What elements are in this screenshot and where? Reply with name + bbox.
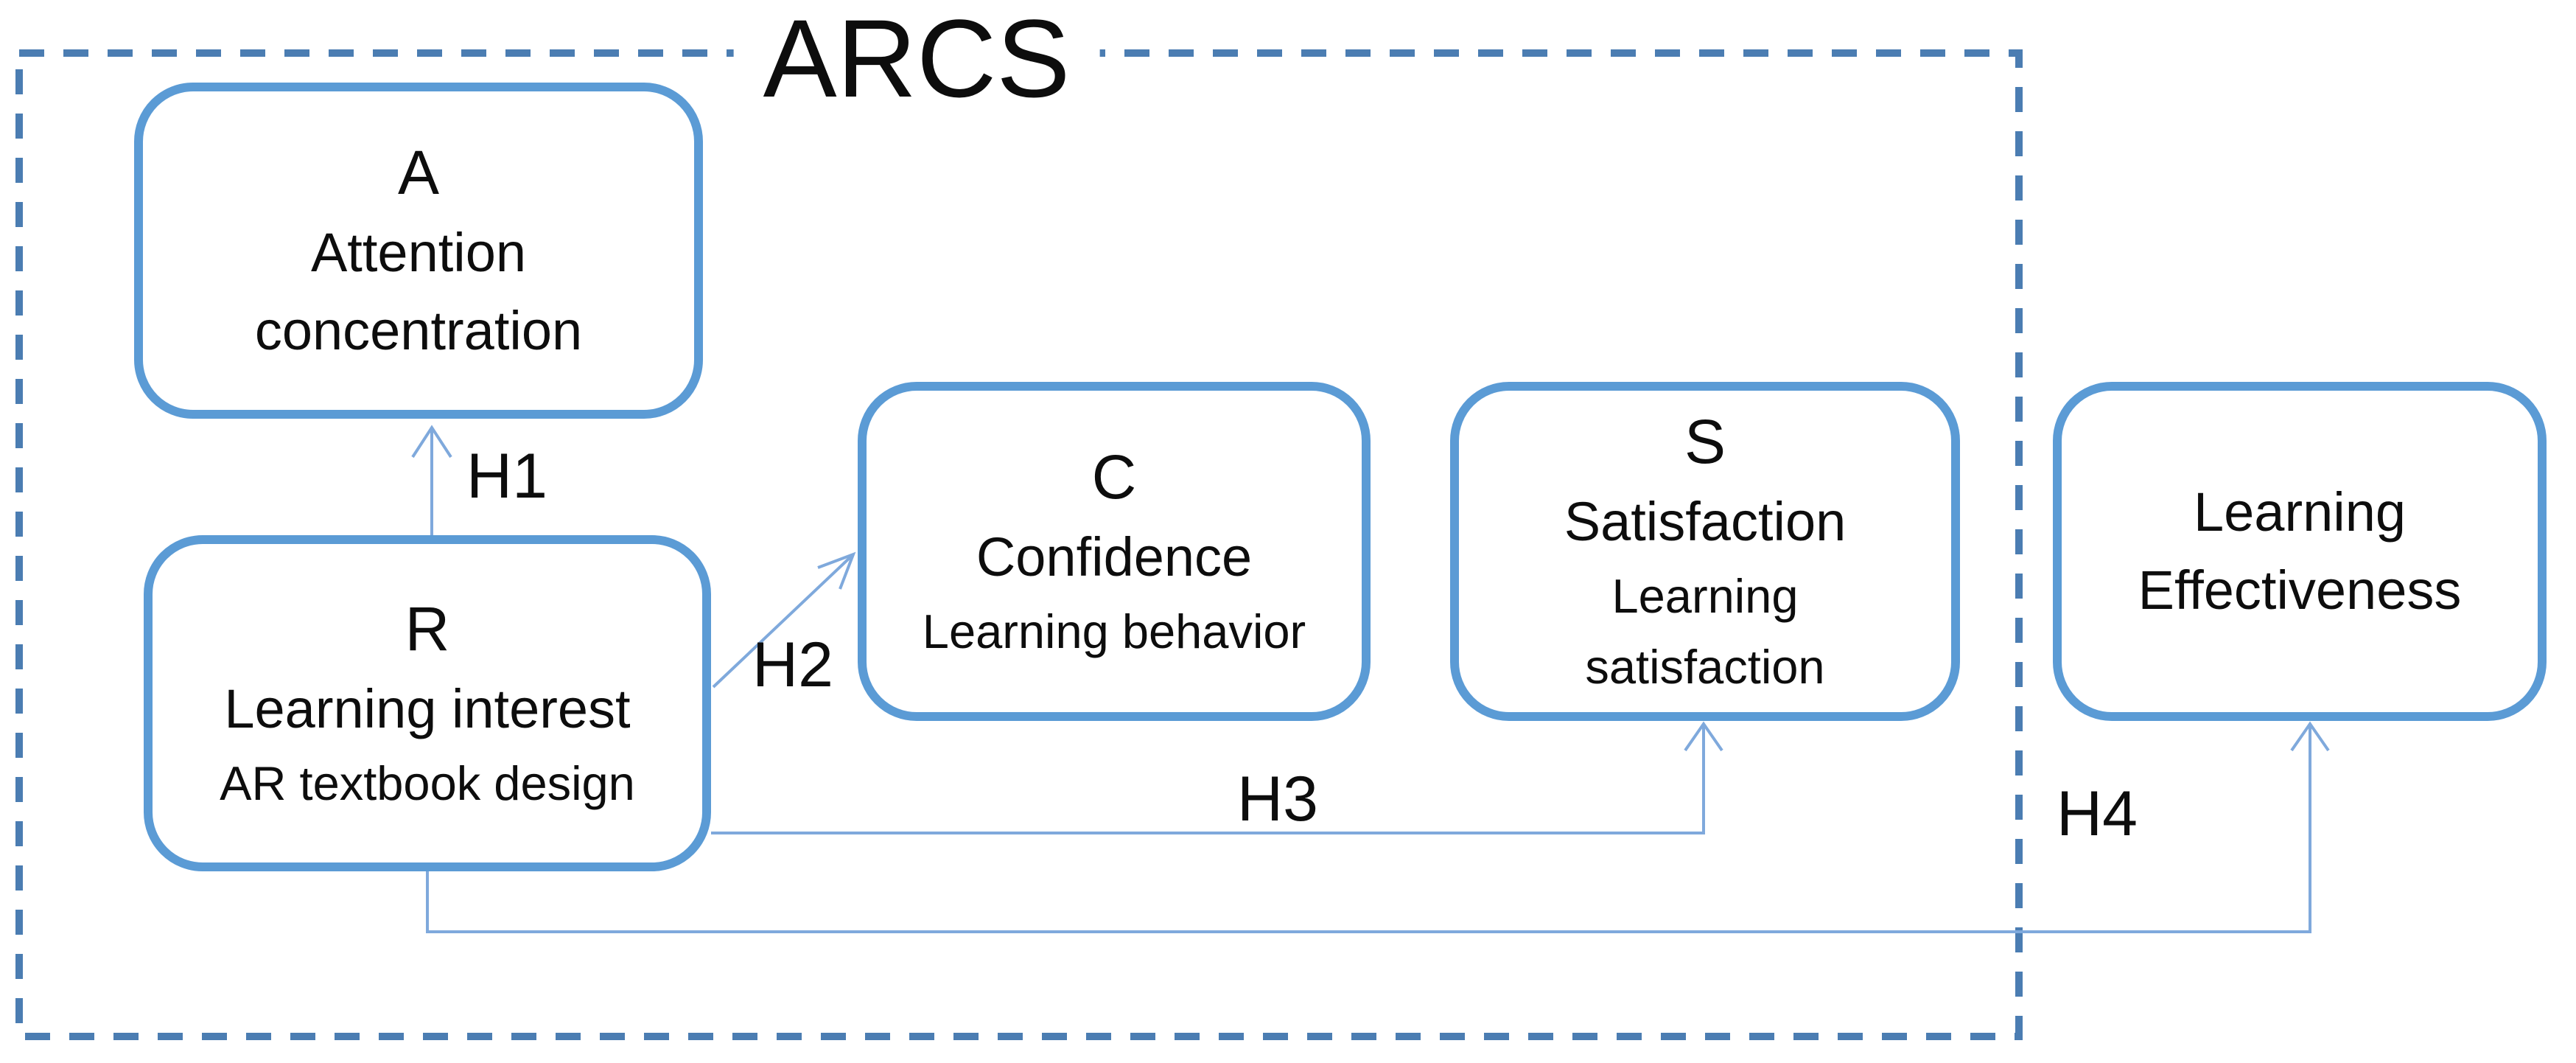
confidence-name: Confidence — [976, 526, 1253, 588]
h2-label: H2 — [752, 630, 833, 700]
h3-arrow-line — [711, 725, 1705, 834]
h4-arrow-line — [426, 725, 2311, 933]
satisfaction-sub-line-1: Learning — [1611, 569, 1799, 623]
satisfaction-name: Satisfaction — [1564, 491, 1847, 552]
h1-label: H1 — [466, 441, 547, 512]
confidence-box: C Confidence Learning behavior — [858, 382, 1371, 721]
h3-arrowhead-icon — [1684, 721, 1723, 752]
confidence-sub: Learning behavior — [922, 604, 1306, 658]
h2-arrowhead-icon — [817, 551, 856, 590]
satisfaction-sub-line-2: satisfaction — [1585, 640, 1825, 694]
attention-box: A Attention concentration — [134, 83, 703, 419]
confidence-letter: C — [1091, 442, 1137, 512]
satisfaction-box: S Satisfaction Learning satisfaction — [1450, 382, 1960, 721]
learning-interest-letter: R — [405, 594, 450, 663]
attention-letter: A — [397, 138, 440, 207]
learning-effectiveness-box: Learning Effectiveness — [2053, 382, 2547, 721]
attention-line-2: concentration — [254, 300, 583, 361]
learning-interest-sub: AR textbook design — [220, 756, 635, 810]
attention-line-1: Attention — [310, 222, 527, 283]
h2-arrow-line — [712, 554, 853, 689]
learning-effectiveness-line-2: Effectiveness — [2138, 560, 2462, 621]
arcs-group-title: ARCS — [733, 3, 1100, 114]
satisfaction-letter: S — [1684, 407, 1726, 476]
learning-interest-box: R Learning interest AR textbook design — [144, 535, 711, 871]
h4-arrowhead-icon — [2290, 721, 2330, 752]
learning-interest-name: Learning interest — [224, 678, 631, 739]
h4-label: H4 — [2057, 778, 2138, 849]
learning-effectiveness-line-1: Learning — [2193, 481, 2406, 543]
h3-label: H3 — [1237, 764, 1318, 834]
arcs-dashed-boundary — [15, 49, 2023, 1040]
h1-arrowhead-icon — [411, 425, 452, 459]
